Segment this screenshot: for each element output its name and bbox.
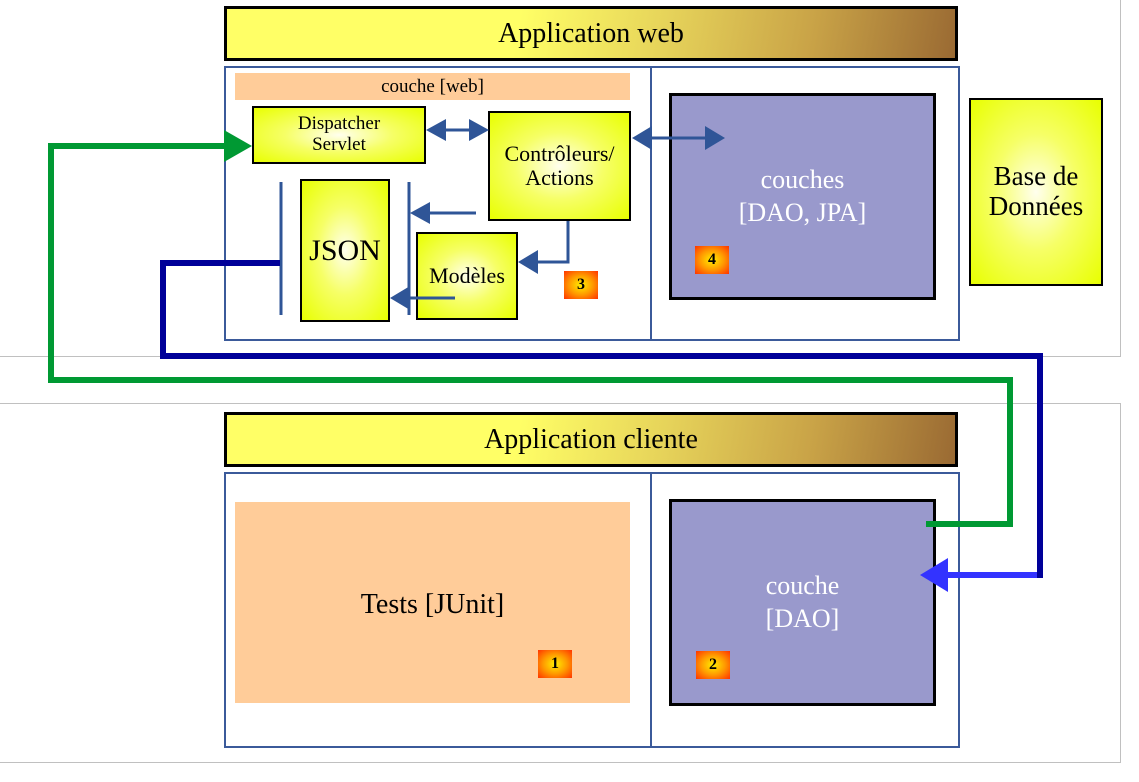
- database-line1: Base de: [993, 161, 1079, 192]
- client-app-divider: [650, 473, 652, 747]
- badge-3-label: 3: [577, 276, 585, 293]
- models-label: Modèles: [429, 262, 505, 288]
- controllers-actions-box: Contrôleurs/ Actions: [488, 111, 631, 221]
- tests-junit-label: Tests [JUnit]: [360, 588, 505, 620]
- database-line2: Données: [988, 191, 1084, 221]
- dispatcher-servlet-box: Dispatcher Servlet: [252, 106, 426, 164]
- badge-1-label: 1: [551, 655, 559, 672]
- web-app-banner: Application web: [224, 6, 958, 61]
- json-view-label: JSON: [309, 234, 381, 267]
- badge-2-label: 2: [709, 656, 717, 673]
- web-layer-label: couche [web]: [381, 75, 484, 97]
- controllers-line2: Actions: [525, 165, 594, 190]
- badge-4: 4: [695, 246, 729, 274]
- web-app-title: Application web: [498, 17, 684, 49]
- json-view-box: JSON: [300, 179, 390, 322]
- database-box: Base de Données: [969, 98, 1103, 286]
- dao-jpa-line2: [DAO, JPA]: [738, 197, 867, 227]
- web-app-divider: [650, 67, 652, 340]
- models-box: Modèles: [416, 232, 518, 320]
- dispatcher-line1: Dispatcher: [297, 113, 381, 135]
- controllers-line1: Contrôleurs/: [504, 140, 615, 166]
- client-app-banner: Application cliente: [224, 412, 958, 467]
- client-dao-line2: [DAO]: [765, 603, 840, 633]
- client-dao-line1: couche: [765, 571, 840, 600]
- dao-jpa-line1: couches: [760, 165, 845, 194]
- web-layer-header: couche [web]: [235, 73, 630, 100]
- badge-3: 3: [564, 271, 598, 299]
- badge-1: 1: [538, 650, 572, 678]
- badge-4-label: 4: [708, 251, 716, 268]
- badge-2: 2: [696, 651, 730, 679]
- client-app-title: Application cliente: [484, 423, 698, 455]
- dispatcher-line2: Servlet: [312, 134, 366, 155]
